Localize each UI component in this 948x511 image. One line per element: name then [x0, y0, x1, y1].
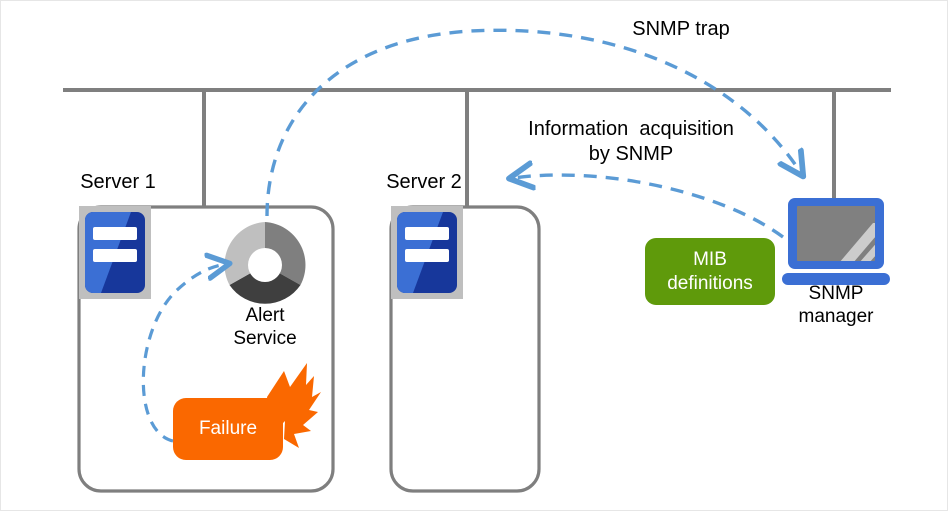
mib-definitions-box: [645, 238, 775, 305]
alert-service-label-line1: Alert: [245, 305, 285, 326]
mib-label-line2: definitions: [667, 273, 753, 294]
laptop-monitor-icon: [782, 198, 890, 285]
server1-label: Server 1: [80, 171, 156, 193]
information-acquisition-label-line1: Information acquisition: [528, 118, 734, 140]
explosion-burst-icon: [267, 363, 321, 448]
snmp-manager-label-line2: manager: [798, 306, 874, 327]
information-acquisition-label-line2: by SNMP: [588, 143, 674, 165]
network-bus: [63, 88, 891, 209]
snmp-trap-arrow: [265, 28, 801, 217]
server1-icon: [79, 206, 151, 299]
alert-service-label-line2: Service: [233, 328, 297, 349]
information-acquisition-arrow: [513, 175, 785, 239]
snmp-manager-label-line1: SNMP: [808, 283, 864, 304]
failure-box: [173, 398, 283, 460]
mib-label-line1: MIB: [693, 249, 727, 270]
server2-icon: [391, 206, 463, 299]
snmp-trap-label: SNMP trap: [632, 18, 730, 40]
alert-service-donut-icon: [224, 222, 306, 304]
failure-label: Failure: [198, 418, 258, 439]
server2-label: Server 2: [386, 171, 462, 193]
failure-to-alert-arrow: [141, 264, 226, 443]
